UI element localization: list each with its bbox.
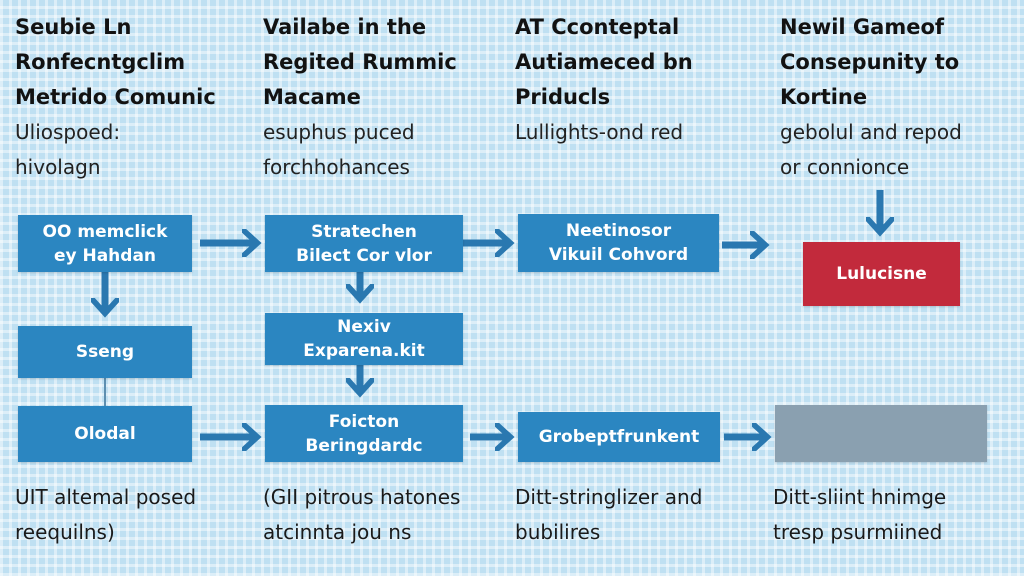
footer-line: bubilires	[515, 520, 601, 544]
footer-line: (GII pitrous hatones	[263, 485, 461, 509]
box-label: Nexiv	[337, 317, 391, 337]
box-label: ey Hahdan	[53, 245, 157, 266]
flow-box-grobeptfrunkent: Grobeptfrunkent	[518, 412, 720, 462]
footer-line: tresp psurmiined	[773, 520, 943, 544]
box-label: OO memclick	[42, 221, 168, 242]
footer-note-4: Ditt-sliint hnimge tresp psurmiined	[773, 480, 1023, 550]
column-header-4: Newil Gameof Consepunity to Kortine gebo…	[780, 10, 1024, 185]
column-header-2: Vailabe in the Regited Rummic Macame esu…	[263, 10, 508, 185]
box-label: Foicton	[328, 411, 400, 432]
column-title-line: Vailabe in the	[263, 15, 427, 39]
footer-line: atcinnta jou ns	[263, 520, 412, 544]
column-subtitle-line: Lullights-ond red	[515, 120, 684, 144]
column-subtitle-line: or connionce	[780, 155, 910, 179]
column-title-line: Consepunity to	[780, 50, 960, 74]
column-header-1: Seubie Ln Ronfecntgclim Metrido Comunic …	[15, 10, 260, 185]
box-label: Sseng	[75, 342, 135, 362]
flow-box-outcome-red: Lulucisne	[803, 242, 960, 306]
box-label: Bilect Cor vlor	[296, 245, 432, 266]
flow-box-olodal: Olodal	[18, 406, 192, 462]
column-subtitle-line: forchhohances	[263, 155, 410, 179]
column-title-line: Autiameced bn	[515, 50, 693, 74]
column-title-line: Priducls	[515, 85, 611, 109]
footer-note-2: (GII pitrous hatones atcinnta jou ns	[263, 480, 513, 550]
column-title-line: Seubie Ln	[15, 15, 132, 39]
column-title-line: Macame	[263, 85, 361, 109]
footer-line: UIT altemal posed	[15, 485, 197, 509]
box-label: Olodal	[74, 424, 136, 444]
flow-box-memclick: OO memclick ey Hahdan	[18, 215, 192, 272]
column-subtitle-line: esuphus puced	[263, 120, 415, 144]
box-label: Lulucisne	[836, 264, 927, 284]
footer-line: Ditt-sliint hnimge	[773, 485, 947, 509]
column-title-line: Regited Rummic	[263, 50, 457, 74]
flow-box-empty-gray	[775, 405, 987, 462]
column-title-line: AT Cconteptal	[515, 15, 680, 39]
box-label: Beringdardc	[305, 435, 423, 456]
flow-box-sseng: Sseng	[18, 326, 192, 378]
footer-note-1: UIT altemal posed reequilns)	[15, 480, 265, 550]
box-label: Exparena.kit	[303, 341, 425, 361]
column-subtitle-line: hivolagn	[15, 155, 101, 179]
box-label: Vikuil Cohvord	[548, 245, 689, 265]
box-label: Grobeptfrunkent	[538, 427, 700, 447]
box-label: Neetinosor	[565, 221, 672, 241]
footer-note-3: Ditt-stringlizer and bubilires	[515, 480, 765, 550]
box-label: Stratechen	[311, 221, 417, 242]
column-subtitle-line: Uliospoed:	[15, 120, 121, 144]
footer-line: Ditt-stringlizer and	[515, 485, 703, 509]
footer-line: reequilns)	[15, 520, 115, 544]
column-title-line: Newil Gameof	[780, 15, 945, 39]
column-subtitle-line: gebolul and repod	[780, 120, 962, 144]
column-title-line: Kortine	[780, 85, 868, 109]
column-title-line: Metrido Comunic	[15, 85, 216, 109]
column-header-3: AT Cconteptal Autiameced bn Priducls Lul…	[515, 10, 760, 150]
column-title-line: Ronfecntgclim	[15, 50, 186, 74]
